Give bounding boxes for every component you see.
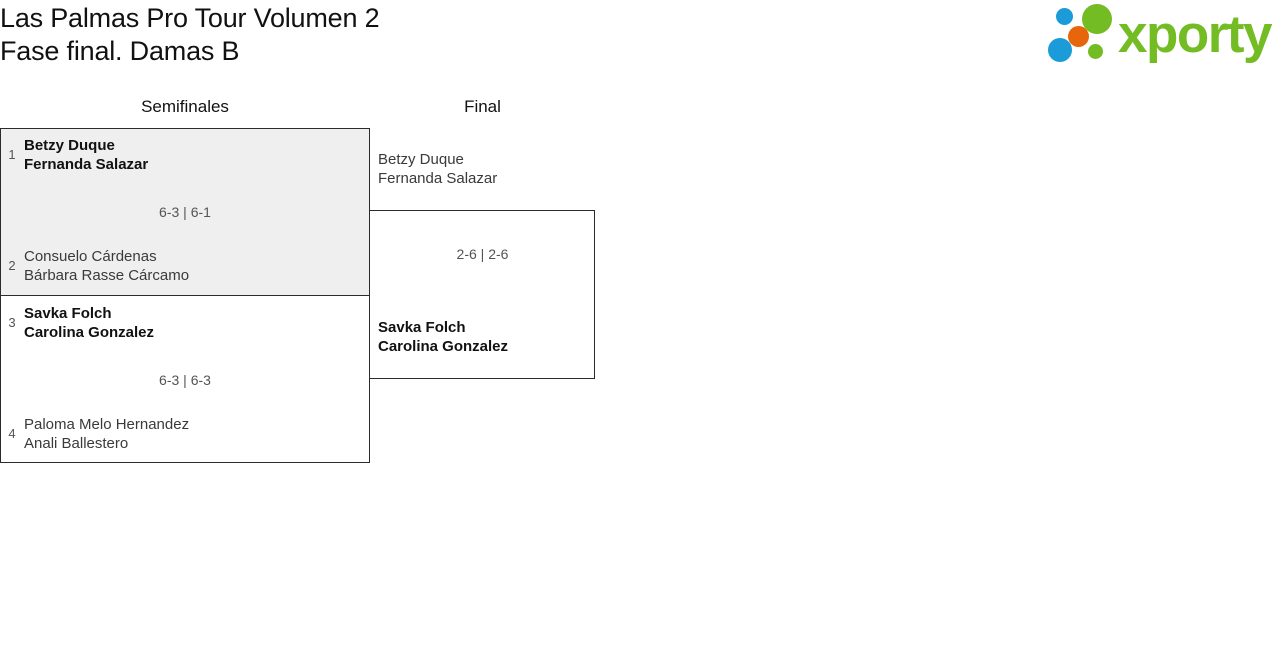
team-players: Savka Folch Carolina Gonzalez xyxy=(370,318,508,356)
team-entry[interactable]: Savka Folch Carolina Gonzalez xyxy=(370,318,508,356)
match-score: 6-3 | 6-1 xyxy=(159,204,211,220)
logo-dot-orange-icon xyxy=(1068,26,1089,47)
team-entry[interactable]: Betzy Duque Fernanda Salazar xyxy=(370,150,497,188)
player-name: Betzy Duque xyxy=(24,137,115,154)
team-entry[interactable]: 1 Betzy Duque Fernanda Salazar xyxy=(0,136,148,174)
match-final[interactable] xyxy=(370,210,595,379)
player-name: Savka Folch xyxy=(24,305,112,322)
team-players: Betzy Duque Fernanda Salazar xyxy=(24,136,148,174)
seed-number: 4 xyxy=(8,426,16,441)
player-name: Fernanda Salazar xyxy=(378,170,498,187)
logo-dot-green-large-icon xyxy=(1082,4,1112,34)
player-name: Paloma Melo Hernandez xyxy=(24,416,190,433)
player-name: Betzy Duque xyxy=(378,151,464,168)
logo-dot-blue-large-icon xyxy=(1048,38,1072,62)
page-title: Las Palmas Pro Tour Volumen 2 Fase final… xyxy=(0,2,900,68)
bracket-connector-line xyxy=(369,128,370,379)
seed-number: 3 xyxy=(8,315,16,330)
logo-dot-blue-small-icon xyxy=(1056,8,1073,25)
player-name: Bárbara Rasse Cárcamo xyxy=(24,267,190,284)
team-players: Consuelo Cárdenas Bárbara Rasse Cárcamo xyxy=(24,247,189,285)
seed-number: 1 xyxy=(8,147,16,162)
seed-number: 2 xyxy=(8,258,16,273)
round-header-semifinales: Semifinales xyxy=(141,97,229,116)
round-semifinales xyxy=(0,128,370,463)
match-score: 2-6 | 2-6 xyxy=(456,246,509,262)
tournament-phase: Fase final. Damas B xyxy=(0,36,240,66)
match-score: 6-3 | 6-3 xyxy=(159,372,211,388)
xporty-logo[interactable]: xporty xyxy=(1046,2,1276,70)
team-entry[interactable]: 2 Consuelo Cárdenas Bárbara Rasse Cárcam… xyxy=(0,247,189,285)
team-players: Savka Folch Carolina Gonzalez xyxy=(24,304,154,342)
player-name: Fernanda Salazar xyxy=(24,156,149,173)
logo-dot-green-small-icon xyxy=(1088,44,1103,59)
tournament-name: Las Palmas Pro Tour Volumen 2 xyxy=(0,3,380,33)
round-header-final: Final xyxy=(464,97,501,116)
logo-dots-icon xyxy=(1046,2,1126,68)
team-entry[interactable]: 4 Paloma Melo Hernandez Anali Ballestero xyxy=(0,415,189,453)
match-semifinal-2[interactable] xyxy=(1,296,369,462)
team-players: Betzy Duque Fernanda Salazar xyxy=(370,150,497,188)
player-name: Savka Folch xyxy=(378,319,466,336)
player-name: Anali Ballestero xyxy=(24,435,129,452)
logo-wordmark: xporty xyxy=(1118,5,1272,64)
match-semifinal-1[interactable] xyxy=(1,129,369,296)
team-players: Paloma Melo Hernandez Anali Ballestero xyxy=(24,415,189,453)
player-name: Consuelo Cárdenas xyxy=(24,248,157,265)
team-entry[interactable]: 3 Savka Folch Carolina Gonzalez xyxy=(0,304,154,342)
player-name: Carolina Gonzalez xyxy=(24,324,155,341)
page-header: Las Palmas Pro Tour Volumen 2 Fase final… xyxy=(0,0,1280,88)
player-name: Carolina Gonzalez xyxy=(378,338,509,355)
